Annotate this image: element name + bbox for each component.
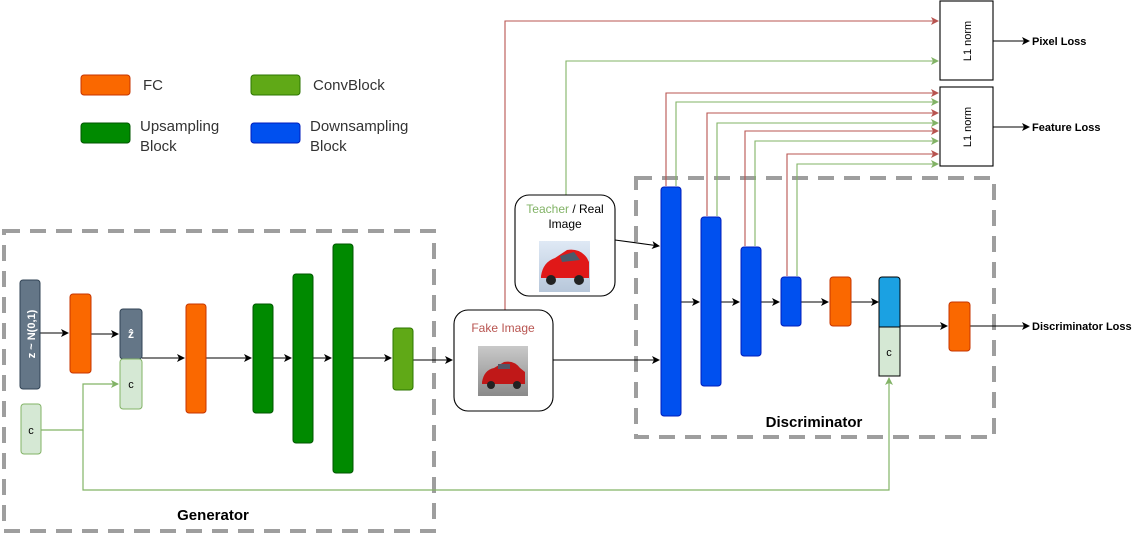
generator-convblock	[392, 327, 414, 391]
teacher-label-line1: Teacher / Real	[526, 202, 603, 216]
legend-convblock-swatch	[250, 74, 301, 96]
downsampling-block-2	[700, 216, 722, 387]
pixel-loss-label: Pixel Loss	[1032, 36, 1086, 48]
discriminator-c-block	[878, 326, 901, 377]
generator: z ~ N(0,1) c ẑ c Generator	[19, 243, 414, 524]
feature-loss-connectors	[665, 89, 939, 276]
upsampling-block-2	[292, 273, 314, 444]
concat-c-label: c	[128, 379, 134, 391]
fake-image-box: Fake Image	[453, 309, 554, 412]
legend: FC ConvBlock Upsampling Block Downsampli…	[80, 74, 408, 155]
discriminator-title: Discriminator	[766, 414, 863, 431]
legend-fc-label: FC	[143, 77, 163, 94]
fake-image-label: Fake Image	[471, 321, 535, 335]
feature-loss-label: Feature Loss	[1032, 122, 1100, 134]
teacher-real-word: / Real	[569, 202, 604, 216]
legend-downsampling-swatch	[250, 122, 301, 144]
condition-c-input	[20, 403, 42, 455]
upsampling-block-3	[332, 243, 354, 474]
generator-fc-block-2	[185, 303, 207, 414]
teacher-word: Teacher	[526, 202, 569, 216]
legend-fc-swatch	[80, 74, 131, 96]
l1-norm-feature-label: L1 norm	[962, 107, 974, 147]
discriminator-fc-block-2	[948, 301, 971, 352]
legend-upsampling-swatch	[80, 122, 131, 144]
concat-c-block	[119, 358, 143, 410]
fake-car-image	[478, 346, 528, 396]
legend-downsampling-label-1: Downsampling	[310, 118, 408, 135]
legend-upsampling-label-2: Block	[140, 138, 177, 155]
discriminator-loss-label: Discriminator Loss	[1032, 321, 1132, 333]
legend-upsampling-label-1: Upsampling	[140, 118, 219, 135]
downsampling-block-3	[740, 246, 762, 357]
legend-convblock-label: ConvBlock	[313, 77, 385, 94]
downsampling-block-1	[660, 186, 682, 417]
generator-title: Generator	[177, 507, 249, 524]
generator-group-box	[2, 229, 436, 533]
zhat-label: ẑ	[128, 327, 134, 341]
condition-c-input-label: c	[28, 425, 34, 437]
l1-norm-pixel-box: L1 norm	[939, 0, 994, 81]
downsampling-block-4	[780, 276, 802, 327]
flow-arrows	[40, 37, 1030, 364]
discriminator-c-label: c	[886, 347, 892, 359]
discriminator-fc-block-1	[829, 276, 852, 327]
discriminator: c Discriminator	[660, 186, 971, 431]
teacher-label-line2: Image	[548, 217, 582, 231]
condition-connectors	[41, 377, 893, 491]
l1-norm-feature-box: L1 norm	[939, 86, 994, 167]
latent-z-label: z ~ N(0,1)	[26, 309, 38, 358]
real-car-image	[539, 241, 590, 292]
pixel-loss-connectors	[504, 17, 939, 310]
l1-norm-pixel-label: L1 norm	[962, 21, 974, 61]
discriminator-group-box	[634, 176, 996, 439]
latent-z-block	[19, 279, 41, 390]
teacher-image-box: Teacher / Real Image	[514, 194, 616, 297]
generator-fc-block-1	[69, 293, 92, 374]
upsampling-block-1	[252, 303, 274, 414]
legend-downsampling-label-2: Block	[310, 138, 347, 155]
